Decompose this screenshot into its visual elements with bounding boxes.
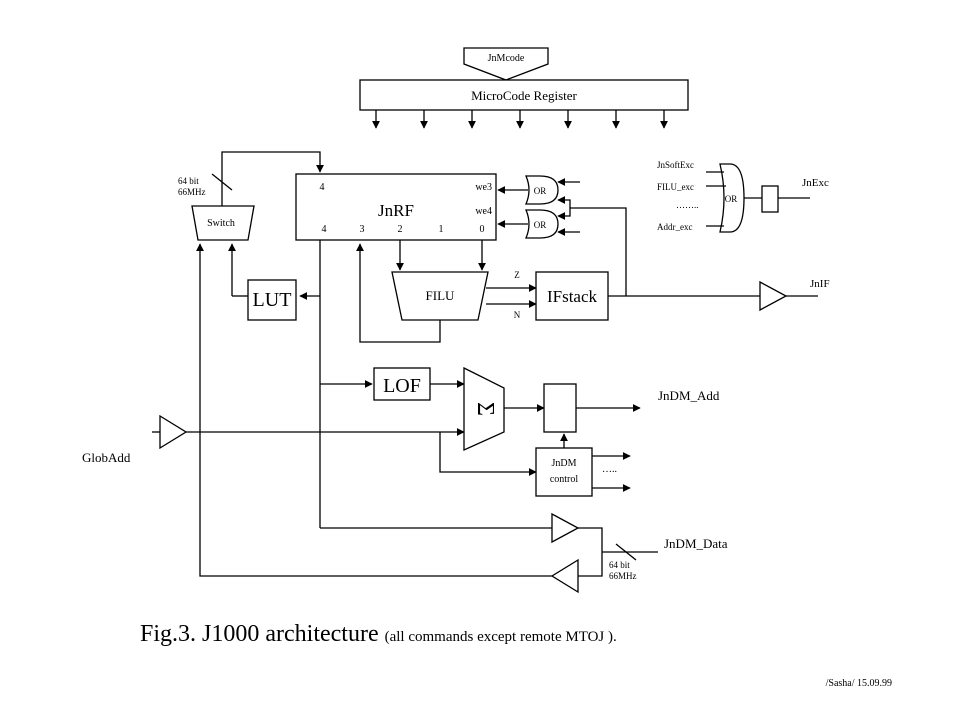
figure-caption: Fig.3. J1000 architecture (all commands e… — [140, 621, 617, 647]
ifstack-label: IFstack — [547, 287, 598, 306]
dm-control-line2: control — [550, 474, 579, 485]
microcode-register-label: MicroCode Register — [471, 88, 577, 103]
dm-data-bus-clock: 66MHz — [609, 571, 637, 581]
adder-block — [463, 366, 505, 452]
register-file-label: JnRF — [378, 201, 414, 220]
exception-wires — [706, 171, 810, 227]
switch-label: Switch — [207, 218, 235, 229]
microcode-register — [359, 79, 689, 111]
switch-bus-clock: 66MHz — [178, 187, 206, 197]
register-file-port-4: 4 — [322, 224, 327, 235]
jnif-output-label: JnIF — [810, 278, 830, 290]
dm-data-input-buffer — [550, 558, 579, 594]
filu-label: FILU — [426, 288, 456, 303]
register-file-we4: we4 — [475, 206, 492, 217]
register-file-port-3: 3 — [360, 224, 365, 235]
filu-flag-z: Z — [514, 270, 520, 280]
exception-or-gate — [719, 163, 745, 233]
dm-data-label: JnDM_Data — [664, 536, 728, 551]
switch-to-jnrf-wire — [221, 151, 324, 206]
microcode-input-arrow — [463, 47, 549, 81]
dm-control-ellipsis: ….. — [602, 464, 617, 475]
lut-block — [247, 279, 297, 321]
register-file-we3: we3 — [475, 182, 492, 193]
exception-input-addr: Addr_exc — [657, 222, 693, 232]
dm-address-label: JnDM_Add — [658, 388, 720, 403]
register-file-top-port: 4 — [320, 182, 325, 193]
exception-input-more: …….. — [676, 200, 699, 210]
globadd-wires — [186, 428, 537, 476]
or-gate-we4-label: OR — [534, 220, 547, 230]
switch-bus-width: 64 bit — [178, 176, 199, 186]
globadd-buffer — [159, 414, 188, 450]
register-file-port-0: 0 — [480, 224, 485, 235]
jnif-buffer — [759, 280, 788, 312]
exception-output-label: JnExc — [802, 177, 829, 189]
exception-latch — [761, 185, 779, 213]
register-file-port-2: 2 — [398, 224, 403, 235]
globadd-label: GlobAdd — [82, 450, 131, 465]
filu-wires — [356, 240, 537, 343]
lof-block — [373, 367, 431, 401]
filu-block — [391, 271, 489, 321]
register-file-port-1: 1 — [439, 224, 444, 235]
lut-label: LUT — [253, 289, 292, 311]
main-bus-wires — [299, 240, 552, 529]
microcode-control-lines — [372, 110, 668, 129]
lof-label: LOF — [383, 375, 421, 397]
signature: /Sasha/ 15.09.99 — [826, 678, 892, 689]
switch-block — [191, 205, 255, 241]
or-gate-we4 — [525, 209, 559, 239]
or-gate-we3-label: OR — [534, 186, 547, 196]
adder-symbol: Σ — [472, 402, 498, 416]
microcode-input-label: JnMcode — [488, 53, 525, 64]
dm-data-wires — [196, 243, 658, 577]
ifstack-block — [535, 271, 609, 321]
figure-caption-note: (all commands except remote MTOJ ). — [385, 629, 617, 645]
or-gate-we3 — [525, 175, 559, 205]
dm-data-output-buffer — [551, 512, 580, 544]
filu-flag-n: N — [514, 310, 521, 320]
register-file — [295, 173, 497, 241]
dm-control-line1: JnDM — [551, 458, 576, 469]
or-gate-wires — [497, 178, 627, 296]
dm-address-register — [543, 383, 577, 433]
exception-or-label: OR — [725, 194, 738, 204]
exception-input-filu: FILU_exc — [657, 182, 694, 192]
exception-input-softexc: JnSoftExc — [657, 160, 694, 170]
dm-control-block — [535, 447, 593, 497]
figure-caption-main: Fig.3. J1000 architecture — [140, 621, 379, 647]
dm-control-output-wires — [592, 452, 631, 492]
dm-data-bus-width: 64 bit — [609, 560, 630, 570]
